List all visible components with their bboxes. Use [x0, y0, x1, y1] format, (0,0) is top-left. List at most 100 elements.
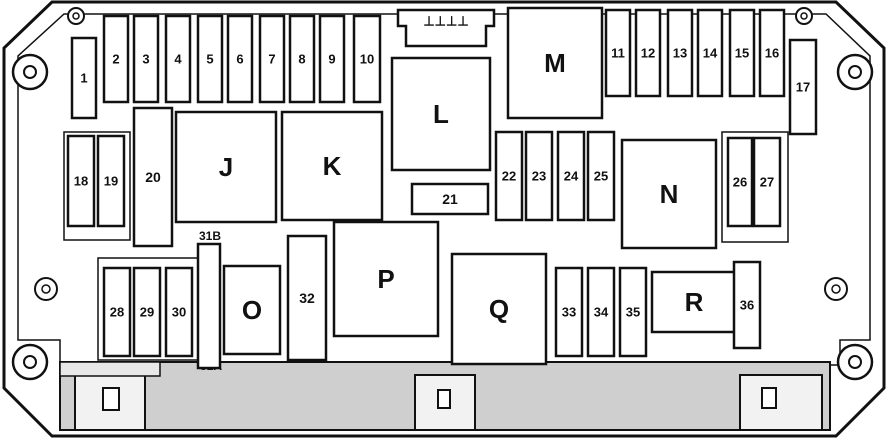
fuse-label-13: 13	[673, 46, 687, 61]
fuse-5	[196, 14, 224, 104]
fuse-25	[586, 130, 616, 222]
fuse-label-32: 32	[299, 290, 315, 306]
fuse-label-25: 25	[594, 169, 608, 184]
fuse-label-17: 17	[796, 80, 810, 95]
fuse-label-36: 36	[740, 298, 754, 313]
relay-label-q: Q	[489, 294, 509, 324]
fuse-28	[102, 266, 132, 358]
fuse-label-27: 27	[760, 175, 774, 190]
fuse-label-7: 7	[268, 52, 275, 67]
fuse-label-2: 2	[112, 52, 119, 67]
relay-j	[174, 110, 278, 224]
fuse-label-6: 6	[236, 52, 243, 67]
fuse-label-22: 22	[502, 169, 516, 184]
fuse-label-20: 20	[145, 169, 161, 185]
relay-n	[620, 138, 718, 250]
fuse-33	[554, 266, 584, 358]
fuse-label-30: 30	[172, 305, 186, 320]
fuse-label-8: 8	[298, 52, 305, 67]
fuse-label-15: 15	[735, 46, 749, 61]
relay-label-j: J	[219, 152, 233, 182]
relay-label-n: N	[660, 179, 679, 209]
fuse-label-4: 4	[174, 52, 182, 67]
fuse-16	[758, 8, 786, 98]
fuse-4	[164, 14, 192, 104]
fuse-7	[258, 14, 286, 104]
base-slot-right	[761, 387, 777, 409]
fuse-10	[352, 14, 382, 104]
fuse-label-12: 12	[641, 46, 655, 61]
fuse-label-34: 34	[594, 305, 609, 320]
relay-label-l: L	[433, 99, 449, 129]
top-connector: ⊥⊥⊥⊥	[396, 8, 496, 48]
fuse-35	[618, 266, 648, 358]
fuse-30	[164, 266, 194, 358]
fuse-label-21: 21	[442, 191, 458, 207]
base-slot-middle	[437, 389, 451, 409]
fuse-23	[524, 130, 554, 222]
mount-hole-bottom-left	[11, 343, 49, 381]
relay-l	[390, 56, 492, 172]
fuse-27	[752, 136, 782, 228]
fuse-label-5: 5	[206, 52, 213, 67]
fuse-group-26-27-frame	[721, 131, 789, 243]
fuse-label-3: 3	[142, 52, 149, 67]
fuse-15	[728, 8, 756, 98]
relay-k	[280, 110, 384, 222]
small-hole-top-left	[67, 7, 85, 25]
relay-q	[450, 252, 548, 366]
fuse-label-35: 35	[626, 305, 640, 320]
fuse-3	[132, 14, 160, 104]
fuse-label-14: 14	[703, 46, 718, 61]
fuse-22	[494, 130, 524, 222]
fuse-1	[70, 36, 98, 120]
fuse-label-23: 23	[532, 169, 546, 184]
fuse-label-1: 1	[80, 71, 87, 86]
fuse-34	[586, 266, 616, 358]
svg-text:⊥⊥⊥⊥: ⊥⊥⊥⊥	[423, 14, 468, 29]
fuse-label-10: 10	[360, 52, 374, 67]
fuse-32	[286, 234, 328, 362]
fuse-label-9: 9	[328, 52, 335, 67]
relay-label-r: R	[685, 287, 704, 317]
base-ledge	[59, 361, 161, 377]
fuse-14	[696, 8, 724, 98]
fuse-18	[66, 134, 96, 228]
fuse-label-33: 33	[562, 305, 576, 320]
relay-label-o: O	[242, 295, 262, 325]
fuse-29	[132, 266, 162, 358]
fuse-24	[556, 130, 586, 222]
fuse-11	[604, 8, 632, 98]
fuse-12	[634, 8, 662, 98]
fuse-label-26: 26	[733, 175, 747, 190]
fuse-9	[318, 14, 346, 104]
fuse-label-19: 19	[104, 174, 118, 189]
mount-hole-bottom-right	[836, 343, 874, 381]
mount-hole-top-right	[836, 53, 874, 91]
base-tab-right	[739, 374, 823, 431]
fuse-2	[102, 14, 130, 104]
fuse-label-28: 28	[110, 305, 124, 320]
fuse-36	[732, 260, 762, 350]
fuse-label-11: 11	[611, 46, 625, 61]
fuse-6	[226, 14, 254, 104]
fuse-26	[726, 136, 754, 228]
fuse-21	[410, 182, 490, 216]
fuse-8	[288, 14, 316, 104]
small-hole-left	[34, 277, 58, 301]
fuse-20	[132, 106, 174, 248]
fuse-13	[666, 8, 694, 98]
small-hole-top-right	[795, 7, 813, 25]
relay-o	[222, 264, 282, 356]
fuse-group-18-19-frame	[63, 131, 131, 241]
fuse-label-24: 24	[564, 169, 579, 184]
base-slot-left	[102, 387, 120, 411]
fuse-label-16: 16	[765, 46, 779, 61]
relay-label-p: P	[377, 264, 394, 294]
fuse-31b	[196, 242, 222, 370]
relay-r	[650, 270, 738, 334]
fuse-label-29: 29	[140, 305, 154, 320]
fuse-label-31b: 31B	[199, 229, 221, 243]
